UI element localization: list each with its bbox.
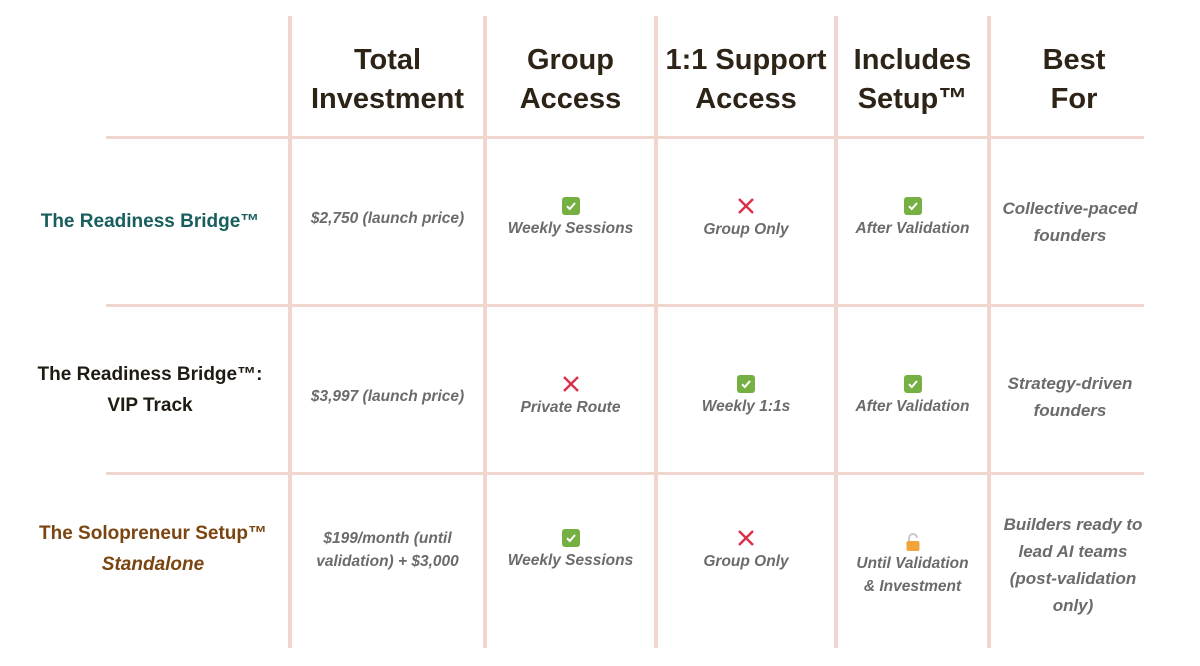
row-divider (106, 304, 1144, 307)
row3-investment: $199/month (until validation) + $3,000 (316, 530, 459, 570)
row-label-readiness-bridge: The Readiness Bridge™ (40, 211, 260, 232)
row1-best-for: Collective-paced founders (1002, 198, 1138, 245)
cross-icon (738, 529, 754, 546)
row1-investment: $2,750 (launch price) (310, 209, 465, 227)
header-includes-setup: Includes Setup™ (853, 44, 972, 115)
row1-includes-setup: After Validation (836, 139, 989, 297)
column-divider (987, 16, 991, 648)
check-icon (903, 374, 922, 393)
row3-includes-setup: Until Validation & Investment (836, 475, 989, 655)
row2-support-access: Weekly 1:1s (656, 307, 836, 485)
check-icon (561, 196, 580, 215)
row3-support-access: Group Only (656, 475, 836, 625)
row2-includes-setup: After Validation (836, 307, 989, 485)
check-icon (737, 374, 755, 393)
cross-icon (562, 375, 579, 392)
cross-icon (738, 197, 754, 214)
row1-support-access: Group Only (656, 139, 836, 297)
row2-best-for: Strategy-driven founders (1007, 374, 1133, 420)
row1-group-access: Weekly Sessions (485, 139, 656, 297)
row-divider (106, 136, 1144, 139)
check-icon (561, 528, 580, 547)
row-divider (106, 472, 1144, 475)
header-best-for: Best For (1042, 44, 1106, 115)
row2-investment: $3,997 (launch price) (310, 387, 465, 405)
lock-icon (906, 533, 919, 551)
row-label-solopreneur-setup: The Solopreneur Setup™ Standalone (38, 523, 268, 575)
row-label-vip-track: The Readiness Bridge™: VIP Track (37, 363, 263, 416)
row3-group-access: Weekly Sessions (485, 475, 656, 625)
column-divider (483, 16, 487, 648)
header-support-access: 1:1 Support Access (665, 44, 827, 115)
column-divider (834, 16, 838, 648)
column-divider (654, 16, 658, 648)
row3-best-for: Builders ready to lead AI teams (post-va… (1003, 515, 1143, 615)
row2-group-access: Private Route (485, 307, 656, 485)
check-icon (903, 196, 922, 215)
header-group-access: Group Access (519, 44, 622, 115)
header-total-investment: Total Investment (310, 44, 465, 115)
column-divider (288, 16, 292, 648)
